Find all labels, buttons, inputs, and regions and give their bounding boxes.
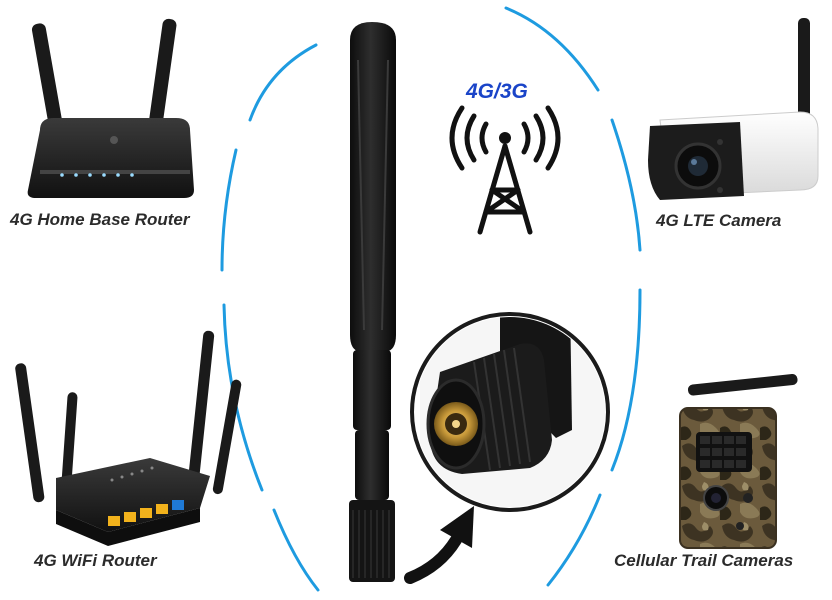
wifi-router-image <box>15 330 242 546</box>
caption-wifi-router: 4G WiFi Router <box>34 551 157 570</box>
arc-right-top <box>504 6 600 92</box>
signal-arcs <box>220 6 642 592</box>
arc-left-bottom <box>272 508 320 592</box>
caption-lte-camera: 4G LTE Camera <box>656 211 782 230</box>
arc-right-bottom <box>546 493 602 587</box>
home-router-image <box>27 18 194 198</box>
arc-right-mid <box>610 118 642 252</box>
antenna-image <box>349 22 396 582</box>
curved-arrow-icon <box>404 506 474 584</box>
arc-right-lower <box>610 288 642 472</box>
cell-tower-icon <box>449 105 561 235</box>
band-label: 4G/3G <box>466 80 528 103</box>
signal-wave-icon <box>449 105 561 171</box>
arc-left-mid <box>220 148 238 272</box>
lte-camera-image <box>648 18 819 200</box>
caption-home-router: 4G Home Base Router <box>10 210 190 229</box>
caption-trail-camera: Cellular Trail Cameras <box>614 551 794 570</box>
connector-closeup <box>410 312 610 512</box>
arc-left-top <box>248 43 318 122</box>
trail-camera-image <box>679 374 798 549</box>
